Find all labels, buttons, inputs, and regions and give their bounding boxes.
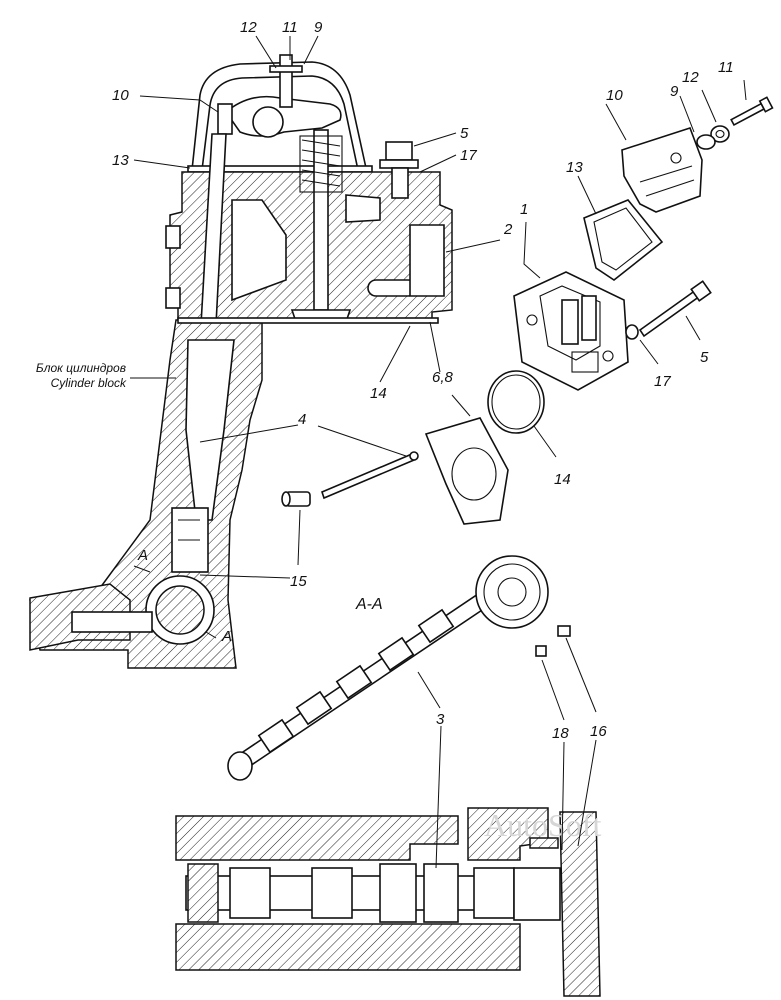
valve-stem	[313, 129, 329, 311]
callout-6-8: 6,8	[432, 369, 454, 386]
callout-11a: 11	[282, 19, 298, 36]
rocker-stud	[279, 54, 293, 108]
section-arrow-2	[205, 631, 217, 639]
callout-18: 18	[552, 725, 569, 742]
callout-16: 16	[590, 723, 607, 740]
section-marker-a2: A	[221, 628, 232, 645]
callout-3: 3	[436, 711, 445, 728]
block-bore	[71, 611, 153, 633]
camshaft-core	[155, 585, 205, 635]
callout-15: 15	[290, 573, 307, 590]
callout-14a: 14	[370, 385, 387, 402]
callout-11b: 11	[718, 59, 734, 76]
callout-14b: 14	[554, 471, 571, 488]
camshaft-gear	[475, 555, 549, 629]
callout-5a: 5	[460, 125, 469, 142]
section-arrow-1	[133, 565, 151, 573]
head-bolt-top	[379, 141, 419, 199]
washer-12	[710, 125, 730, 143]
rocker-adjust-screw	[217, 103, 233, 135]
section-housing-top	[175, 815, 459, 861]
callout-17a: 17	[460, 147, 477, 164]
callout-5b: 5	[700, 349, 709, 366]
cover-gasket-13	[583, 199, 664, 281]
tappet-15	[281, 491, 311, 507]
head-cavity-1	[231, 199, 287, 302]
callout-2: 2	[503, 221, 513, 238]
callout-1: 1	[520, 201, 528, 218]
o-ring-14	[487, 370, 545, 434]
callout-13a: 13	[112, 152, 129, 169]
head-bolt-5	[638, 280, 712, 338]
block-label-en: Cylinder block	[51, 376, 127, 390]
head-port	[367, 279, 417, 297]
callout-9b: 9	[670, 83, 679, 100]
gasket-6-8	[424, 417, 509, 525]
block-label-ru: Блок цилиндров	[36, 361, 126, 375]
block-cavity	[185, 339, 235, 521]
callout-13b: 13	[566, 159, 583, 176]
push-rod-4	[321, 452, 415, 500]
stud-washer	[269, 65, 303, 73]
callout-17b: 17	[654, 373, 671, 390]
cylinder-head-section	[29, 54, 453, 669]
section-housing-bottom	[175, 923, 521, 971]
callout-12b: 12	[682, 69, 699, 86]
screw-18	[535, 645, 547, 657]
head-gasket-section	[177, 317, 439, 324]
section-label: A-A	[355, 596, 383, 613]
section-a-a-view	[175, 807, 601, 997]
head-cavity-2	[345, 194, 381, 223]
block-stud-1	[165, 225, 181, 249]
callout-9a: 9	[314, 19, 323, 36]
seal-9	[696, 134, 716, 150]
rocker-shaft	[252, 106, 284, 138]
callout-10b: 10	[606, 87, 623, 104]
screw-16	[557, 625, 571, 637]
section-housing-right	[467, 807, 549, 861]
rocker-cover-10	[621, 127, 703, 213]
callout-labels: 12 11 9 10 13 5 17 1 2 14 6,8 4 14 10 9 …	[112, 19, 734, 742]
camshaft-3	[227, 555, 549, 781]
section-marker-a1: A	[137, 547, 148, 564]
section-bearing	[513, 867, 561, 921]
bolt-11	[730, 96, 774, 127]
washer-17	[625, 324, 639, 340]
callout-4: 4	[298, 411, 306, 428]
leader-lines	[130, 35, 747, 869]
callout-12a: 12	[240, 19, 257, 36]
callout-10a: 10	[112, 87, 129, 104]
head-port-side	[409, 224, 445, 297]
valve-spring	[299, 135, 343, 193]
block-stud-2	[165, 287, 181, 309]
cylinder-head-assembly	[513, 271, 629, 391]
